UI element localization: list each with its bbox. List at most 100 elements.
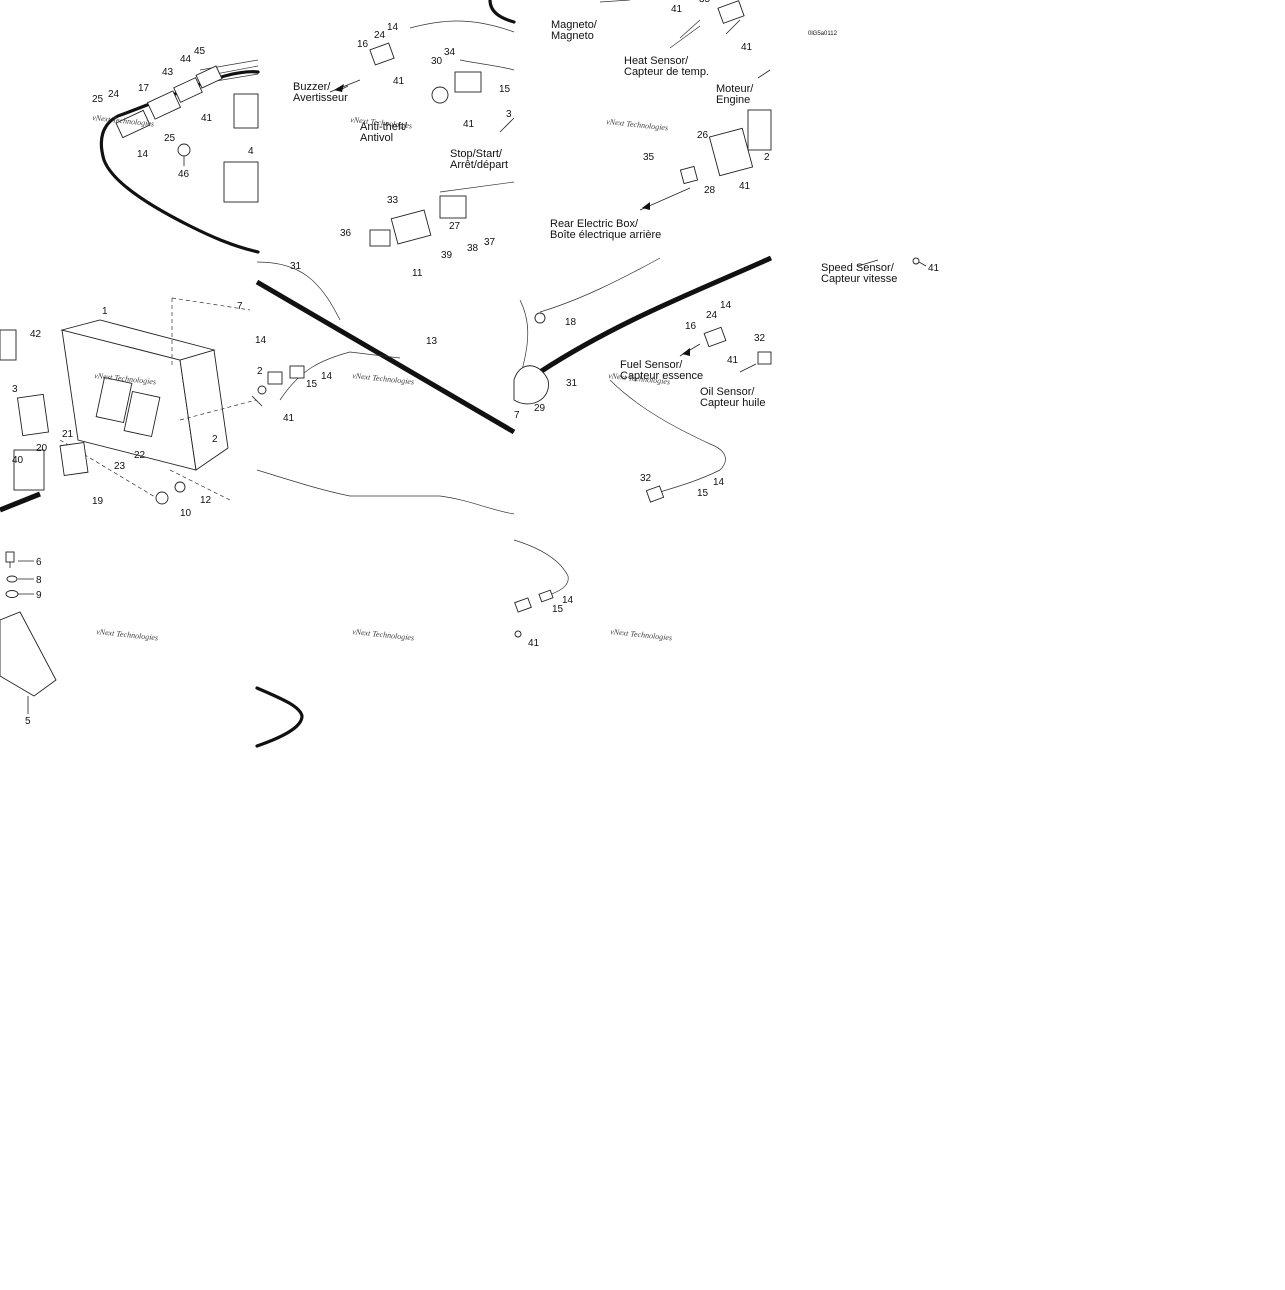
part-number-callout: 14: [137, 149, 149, 160]
callouts-tile6: 18 14 24 16 41 32 31 29 7 32 14 15: [514, 300, 766, 499]
tile-lower-connector: 14 15 41 vNext Technologies: [513, 539, 673, 649]
watermark-text: vNext Technologies: [352, 627, 415, 642]
part-number-callout: 16: [685, 321, 697, 332]
tile-engine-sensors: Magneto/ Magneto Heat Sensor/ Capteur de…: [550, 0, 772, 241]
component-caption: Stop/Start/: [450, 148, 503, 160]
callouts-tile5: 7 2 15 14 41 13: [237, 301, 438, 424]
watermark-text: vNext Technologies: [96, 627, 159, 642]
part-number-callout: 40: [12, 455, 24, 466]
part-number-callout: 41: [201, 113, 213, 124]
component-caption: Magneto: [551, 30, 594, 42]
component-caption: Capteur vitesse: [821, 273, 897, 285]
part-number-callout: 38: [467, 243, 479, 254]
component-caption: Capteur huile: [700, 397, 765, 409]
component-caption: Arrêt/départ: [450, 159, 508, 171]
component-caption: Avertisseur: [293, 92, 348, 104]
part-number-callout: 41: [739, 181, 751, 192]
part-number-callout: 26: [697, 130, 709, 141]
part-number-callout: 36: [340, 228, 352, 239]
callouts-tile2: 14 24 16 41 34 30 15 41 3 33 27 36 31 11…: [290, 22, 512, 279]
part-number-callout: 14: [321, 371, 333, 382]
part-number-callout: 41: [741, 42, 753, 53]
component-caption: Oil Sensor/: [700, 386, 755, 398]
part-number-callout: 41: [528, 638, 540, 649]
callouts-tile4: 1 42 3 2 14 21 20 40 23 22 19 12 10: [12, 306, 267, 519]
component-caption: Antivol: [360, 132, 393, 144]
part-number-callout: 6: [36, 557, 42, 568]
part-number-callout: 15: [306, 379, 318, 390]
part-number-callout: 31: [290, 261, 302, 272]
part-number-callout: 3: [12, 384, 18, 395]
part-number-callout: 35: [643, 152, 655, 163]
component-caption: Speed Sensor/: [821, 262, 895, 274]
part-number-callout: 31: [566, 378, 578, 389]
watermark-text: vNext Technologies: [610, 627, 673, 642]
part-number-callout: 21: [62, 429, 74, 440]
component-caption: Anti-theft/: [360, 121, 408, 133]
part-number-callout: 22: [134, 450, 146, 461]
part-number-callout: 41: [283, 413, 295, 424]
part-number-callout: 18: [565, 317, 577, 328]
part-number-callout: 14: [387, 22, 399, 33]
watermark-text: vNext Technologies: [606, 117, 669, 132]
part-number-callout: 19: [92, 496, 104, 507]
tile-connectors-top-left: 45 44 43 17 24 25 41 25 14 46 4 vNext Te…: [92, 46, 260, 254]
callouts-tile3: 41 35 41 26 35 2 28 41: [643, 0, 770, 196]
part-number-callout: 5: [25, 716, 31, 727]
part-number-callout: 15: [697, 488, 709, 499]
component-caption: Fuel Sensor/: [620, 359, 683, 371]
component-caption: Capteur essence: [620, 370, 703, 382]
part-number-callout: 11: [412, 268, 423, 279]
tile-control-module: 1 42 3 2 14 21 20 40 23 22 19 12 10 vNex…: [0, 297, 267, 519]
component-caption: Heat Sensor/: [624, 55, 689, 67]
part-number-callout: 37: [484, 237, 496, 248]
part-number-callout: 1: [102, 306, 108, 317]
speed-sensor-note: 0lG5a0112 Speed Sensor/ Capteur vitesse …: [808, 31, 940, 285]
part-number-callout: 13: [426, 336, 438, 347]
part-number-callout: 9: [36, 590, 42, 601]
part-number-callout: 24: [706, 310, 718, 321]
watermark-text: vNext Technologies: [352, 371, 415, 386]
tile-harness-loop: vNext Technologies: [255, 627, 415, 748]
part-number-callout: 12: [200, 495, 212, 506]
part-number-callout: 30: [431, 56, 443, 67]
part-number-callout: 32: [754, 333, 766, 344]
component-caption: Capteur de temp.: [624, 66, 709, 78]
part-number-callout: 14: [255, 335, 267, 346]
part-number-callout: 41: [671, 4, 683, 15]
part-number-callout: 41: [393, 76, 405, 87]
part-number-callout: 41: [727, 355, 739, 366]
part-number-callout: 41: [463, 119, 475, 130]
part-number-callout: 3: [506, 109, 512, 120]
part-number-callout: 44: [180, 54, 192, 65]
part-number-callout: 15: [499, 84, 511, 95]
tile-main-harness: 7 2 15 14 41 13 vNext Technologies: [237, 261, 516, 515]
component-caption: Boîte électrique arrière: [550, 229, 661, 241]
part-number-callout: 23: [114, 461, 126, 472]
part-number-callout: 39: [441, 250, 453, 261]
callouts-tile1: 45 44 43 17 24 25 41 25 14 46 4: [92, 46, 254, 180]
part-number-callout: 16: [357, 39, 369, 50]
part-number-callout: 41: [928, 263, 940, 274]
part-number-callout: 24: [108, 89, 120, 100]
component-caption: Magneto/: [551, 19, 598, 31]
callouts-tile9: 14 15 41: [528, 595, 574, 649]
part-number-callout: 14: [713, 477, 725, 488]
part-number-callout: 2: [257, 366, 263, 377]
tile-fuel-oil-sensors: Fuel Sensor/ Capteur essence Oil Sensor/…: [513, 255, 773, 503]
part-number-callout: 25: [164, 133, 176, 144]
part-number-callout: 46: [178, 169, 190, 180]
part-number-callout: 27: [449, 221, 461, 232]
part-number-callout: 25: [92, 94, 104, 105]
part-number-callout: 34: [444, 47, 456, 58]
part-number-callout: 10: [180, 508, 192, 519]
part-number-callout: 29: [534, 403, 546, 414]
part-number-callout: 15: [552, 604, 564, 615]
part-number-callout: 8: [36, 575, 42, 586]
part-number-callout: 14: [562, 595, 574, 606]
part-number-callout: 7: [237, 301, 243, 312]
component-caption: Moteur/: [716, 83, 754, 95]
callouts-tile7: 6 8 9 5: [25, 557, 42, 727]
part-number-callout: 42: [30, 329, 42, 340]
